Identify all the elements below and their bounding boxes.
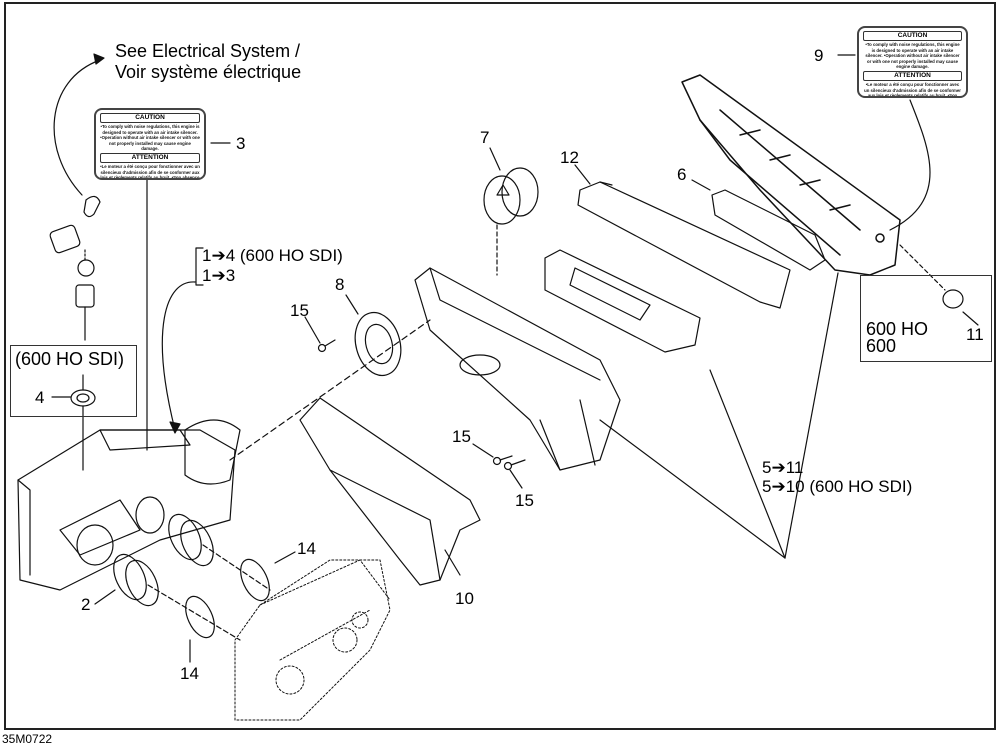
coupling-2b [168, 513, 214, 567]
duct-10 [299, 397, 481, 586]
decal-caution-header: CAUTION [863, 31, 962, 41]
decal-caution-text: •To comply with noise regulations, this … [865, 42, 960, 70]
inset-box-ho-line2: 600 [866, 336, 897, 356]
reference-note: See Electrical System / Voir système éle… [115, 41, 301, 83]
callout-12: 12 [560, 148, 579, 167]
engine-outline [234, 559, 391, 721]
group-note-right-line2: 5➔10 (600 HO SDI) [762, 477, 913, 496]
callout-10: 10 [455, 589, 474, 608]
group-note-right-line1: 5➔11 [762, 458, 804, 477]
reference-note-line2: Voir système électrique [115, 62, 302, 82]
decal-attention-header: ATTENTION [863, 70, 962, 81]
top-cover [681, 74, 901, 276]
bolt-15-a [304, 316, 336, 353]
callout-9: 9 [814, 46, 824, 65]
callout-3: 3 [236, 134, 246, 153]
bolt-15-b [472, 443, 513, 466]
gasket-8 [345, 294, 402, 377]
arrow-head [93, 53, 105, 65]
callout-8: 8 [335, 275, 345, 294]
callout-6: 6 [677, 165, 687, 184]
silencer-body [17, 419, 241, 591]
diagram-frame [4, 2, 996, 730]
callout-15-a: 15 [290, 301, 309, 320]
callout-11: 11 [966, 325, 984, 344]
part-11 [899, 244, 979, 326]
reference-arrow [53, 59, 101, 196]
inset-box-600-ho-sdi: (600 HO SDI) [10, 345, 137, 417]
callout-2: 2 [81, 595, 91, 614]
sensor-assembly [49, 195, 101, 341]
decal-attention-text: •Le moteur a été conçu pour fonctionner … [100, 163, 200, 180]
inset-box-600-ho: 600 HO 600 [860, 275, 992, 362]
group-note-left-line1: 1➔4 (600 HO SDI) [202, 246, 343, 265]
decal-attention-header: ATTENTION [100, 152, 200, 163]
callout-14-a: 14 [297, 539, 316, 558]
port-7 [483, 147, 539, 276]
group-note-right: 5➔11 5➔10 (600 HO SDI) [762, 458, 912, 496]
document-id: 35M0722 [2, 732, 53, 746]
housing-5 [414, 267, 621, 471]
decal-caution-header: CAUTION [100, 113, 200, 123]
callout-4: 4 [35, 388, 45, 407]
inset-box-ho-line1: 600 HO [866, 319, 929, 339]
caution-decal-3: CAUTION •To comply with noise regulation… [94, 108, 206, 180]
bolt-15-c [503, 459, 526, 489]
group-note-left-line2: 1➔3 [202, 266, 236, 285]
caution-decal-9: CAUTION •To comply with noise regulation… [857, 26, 968, 98]
coupling-2a [113, 553, 159, 607]
clamp-14b [240, 551, 296, 602]
foam-tray [544, 249, 701, 353]
inset-box-sdi-label: (600 HO SDI) [15, 349, 125, 369]
callout-15-c: 15 [515, 491, 534, 510]
clamp-14a [185, 595, 215, 663]
group-note-left: 1➔4 (600 HO SDI) 1➔3 [202, 246, 343, 286]
callout-7: 7 [480, 128, 490, 147]
callout-14-b: 14 [180, 664, 199, 683]
decal-caution-text: •To comply with noise regulations, this … [100, 124, 200, 152]
reference-note-line1: See Electrical System / [115, 41, 301, 61]
decal-attention-text: •Le moteur a été conçu pour fonctionner … [864, 81, 961, 98]
callout-15-b: 15 [452, 427, 471, 446]
cover-12 [574, 164, 791, 309]
